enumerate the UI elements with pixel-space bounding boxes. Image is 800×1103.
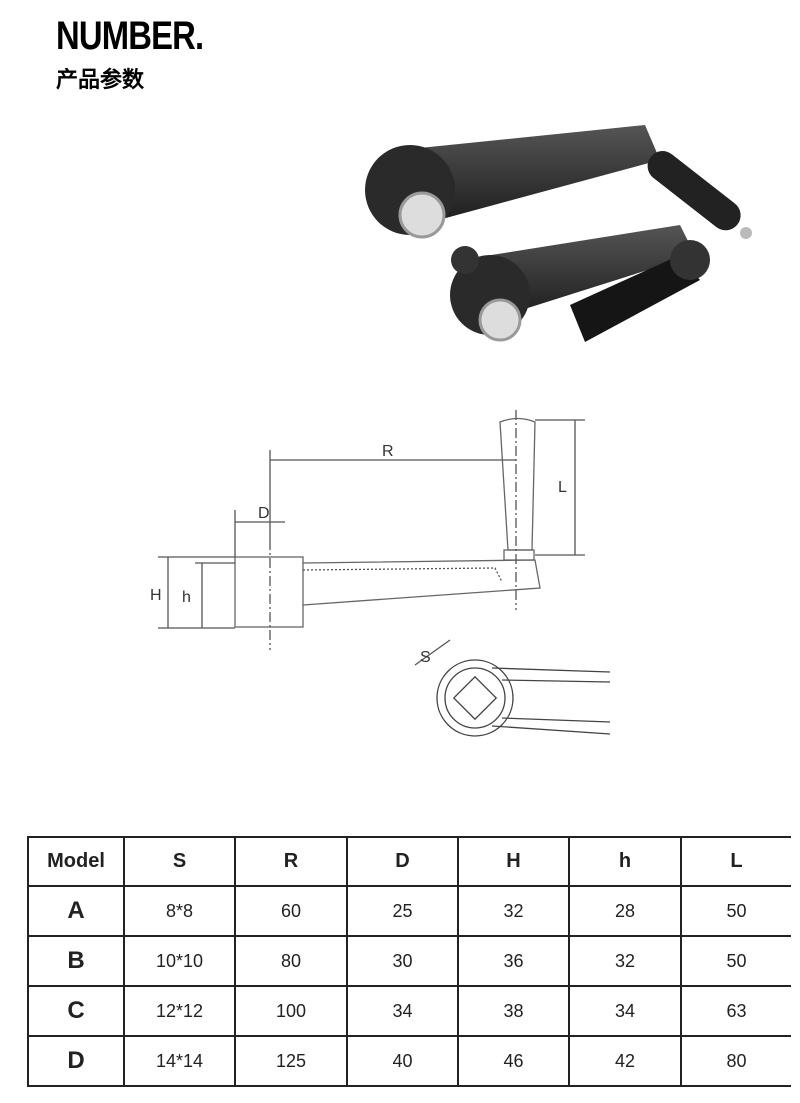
cell: 50 [680, 885, 791, 937]
cell: 80 [234, 935, 348, 987]
page-title: NUMBER. [56, 14, 204, 58]
cell: 34 [346, 985, 459, 1037]
col-header: S [123, 836, 236, 887]
cell: C [27, 985, 125, 1037]
cell: 10*10 [123, 935, 236, 987]
cell: 100 [234, 985, 348, 1037]
product-photo [365, 125, 752, 342]
cell: 28 [568, 885, 682, 937]
cell: 125 [234, 1035, 348, 1087]
cell: 8*8 [123, 885, 236, 937]
cell: A [27, 885, 125, 937]
cell: 42 [568, 1035, 682, 1087]
cell: 40 [346, 1035, 459, 1087]
cell: 32 [568, 935, 682, 987]
cell: B [27, 935, 125, 987]
col-header: R [234, 836, 348, 887]
page-subtitle: 产品参数 [56, 68, 145, 93]
cell: 34 [568, 985, 682, 1037]
cell: 60 [234, 885, 348, 937]
col-header: D [346, 836, 459, 887]
col-header: Model [27, 836, 125, 887]
cell: 46 [457, 1035, 570, 1087]
label-h: h [182, 589, 191, 606]
table-header-row: Model S R D H h L [27, 836, 791, 887]
cell: D [27, 1035, 125, 1087]
label-s: S [420, 649, 431, 666]
cell: 50 [680, 935, 791, 987]
label-r: R [382, 443, 394, 460]
col-header: h [568, 836, 682, 887]
cell: 32 [457, 885, 570, 937]
cell: 14*14 [123, 1035, 236, 1087]
label-l: L [558, 479, 567, 496]
label-H: H [150, 587, 162, 604]
col-header: L [680, 836, 791, 887]
cell: 25 [346, 885, 459, 937]
cell: 80 [680, 1035, 791, 1087]
col-header: H [457, 836, 570, 887]
label-d: D [258, 505, 270, 522]
cell: 63 [680, 985, 791, 1037]
cell: 30 [346, 935, 459, 987]
dimension-diagram: R L D H h S [150, 410, 611, 737]
cell: 36 [457, 935, 570, 987]
cell: 12*12 [123, 985, 236, 1037]
cell: 38 [457, 985, 570, 1037]
